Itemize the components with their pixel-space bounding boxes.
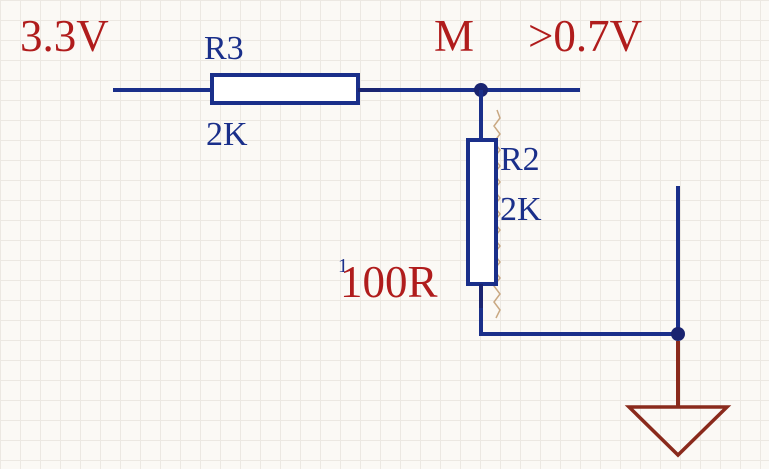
supply-voltage-label: 3.3V xyxy=(20,11,109,61)
ground-junction-dot-icon xyxy=(671,327,685,341)
r2-value-label: 2K xyxy=(500,191,542,228)
pin-marker-label: 1 xyxy=(338,255,348,277)
node-condition-label: >0.7V xyxy=(528,11,642,61)
node-name-label: M xyxy=(434,11,474,61)
r2-note-label: 100R xyxy=(340,257,438,307)
resistor-r3-icon[interactable] xyxy=(210,73,360,105)
ground-icon[interactable] xyxy=(624,405,732,458)
r3-designator-label: R3 xyxy=(204,30,244,67)
wire-r2-to-ground xyxy=(479,308,678,336)
resistor-r2-icon[interactable] xyxy=(466,138,498,286)
r2-designator-label: R2 xyxy=(500,141,540,178)
r3-value-label: 2K xyxy=(206,116,248,153)
